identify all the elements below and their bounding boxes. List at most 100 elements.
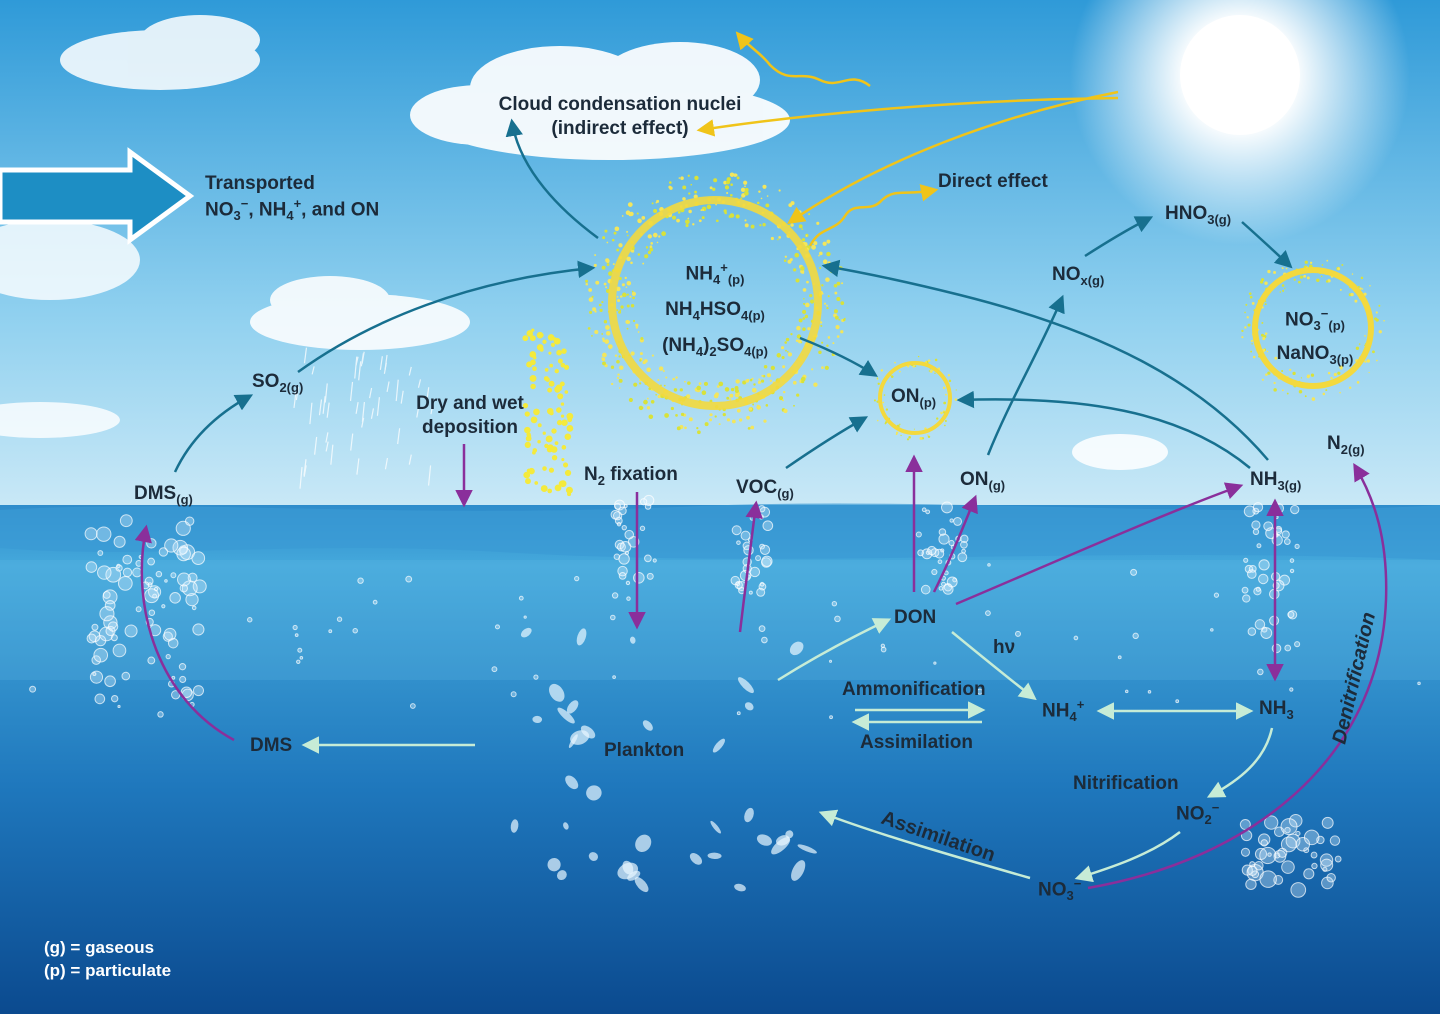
bubble [147, 656, 156, 665]
bubble [917, 549, 925, 557]
bubble [119, 514, 133, 528]
aerosol-particle [945, 393, 947, 396]
bubble [1175, 699, 1180, 704]
bubble [336, 616, 343, 622]
aerosol-particle [806, 280, 809, 284]
aerosol-particle [1326, 259, 1329, 262]
plankton-organism [776, 835, 790, 846]
plankton-organism [586, 785, 602, 801]
rain-streak [386, 381, 390, 393]
voc-label: VOC(g) [736, 477, 794, 501]
aerosol-particle [631, 290, 634, 293]
aerosol-particle [1273, 388, 1277, 392]
deposition-particle [563, 364, 570, 370]
aerosol-particle [585, 282, 589, 286]
aerosol-particle [795, 339, 799, 342]
aerosol-particle [1383, 319, 1385, 322]
aerosol-particle [759, 224, 762, 227]
bubble [633, 571, 645, 584]
aerosol-particle [934, 372, 936, 375]
aerosol-particle [785, 349, 787, 352]
bubble [1277, 847, 1288, 858]
deposition-particle [559, 381, 565, 387]
aerosol-particle [1337, 267, 1341, 271]
aerosol-particle [801, 271, 805, 274]
plankton-organism [566, 700, 579, 714]
aerosol-particle [643, 399, 648, 405]
aerosol-particle [627, 202, 633, 207]
deposition-particle [532, 366, 537, 372]
rain-streak [427, 465, 432, 486]
bubble [759, 544, 771, 556]
deposition-particle [561, 457, 565, 462]
bubble [179, 584, 188, 593]
aerosol-particle [756, 201, 760, 205]
denitrification-arrow [1087, 462, 1388, 890]
bubble [163, 627, 177, 641]
aerosol-particle [944, 424, 946, 427]
deposition-particle [529, 335, 536, 342]
aerosol-particle [651, 202, 654, 205]
deposition-particle [544, 368, 549, 372]
deposition-particle [560, 362, 566, 368]
aerosol-particle [680, 176, 684, 180]
deposition-particle [562, 462, 569, 468]
bubble [491, 666, 498, 673]
aerosol-particle [1322, 392, 1326, 396]
aerosol-particle [841, 282, 844, 285]
aerosol-particle [601, 301, 604, 304]
aerosol-particle [928, 370, 931, 372]
deposition-particle [522, 335, 529, 342]
aerosol-particle [744, 187, 749, 192]
bubble [1290, 882, 1307, 898]
rain-streak [325, 432, 329, 443]
aerosol-particle [788, 203, 793, 208]
bubble [409, 703, 416, 709]
aerosol-particle [709, 418, 713, 422]
aerosol-particle [618, 276, 622, 281]
rain-streak [358, 361, 362, 381]
aerosol-particle [1366, 359, 1371, 363]
bubble [510, 691, 517, 698]
aerosol-particle [838, 318, 841, 321]
aerosol-particle [618, 355, 621, 358]
aerosol-particle [1304, 260, 1308, 264]
bubble [1287, 610, 1298, 620]
bubble [1258, 573, 1269, 585]
bubble [756, 587, 766, 597]
aerosol-particle [599, 308, 603, 313]
aerosol-particle [605, 330, 611, 336]
aerosol-particle [1249, 295, 1253, 299]
bubble [1288, 813, 1303, 828]
deposition-particle [550, 342, 556, 347]
aerosol-particle [656, 241, 659, 244]
organic-nitrogen-aerosol-ring [878, 361, 952, 435]
bubble [117, 576, 133, 591]
aerosol-particle [684, 426, 687, 430]
aerosol-particle [616, 359, 620, 364]
bubble [84, 527, 98, 541]
bubble [1260, 839, 1269, 847]
aerosol-particle [795, 278, 800, 283]
bubble [157, 711, 164, 718]
rain-streak [397, 428, 401, 445]
aerosol-particle [594, 254, 597, 257]
deposition-particle [530, 383, 536, 390]
aerosol-particle [646, 406, 651, 410]
aerosol-particle [883, 394, 886, 396]
deposition-particle [567, 417, 573, 423]
bubble [976, 688, 983, 695]
rain-streak [370, 408, 375, 419]
aerosol-particle [601, 333, 604, 335]
bubble [132, 567, 143, 578]
bubble [1289, 568, 1295, 574]
aerosol-particle [606, 263, 610, 266]
plankton-organism [556, 870, 567, 881]
aerosol-particle [789, 258, 793, 262]
aerosol-particle [832, 342, 835, 345]
deposition-particle [546, 407, 554, 415]
aerosol-particle [714, 415, 717, 418]
aerosol-particle [819, 321, 823, 324]
nitrification-label: Nitrification [1073, 773, 1179, 794]
aerosol-particle [821, 341, 824, 344]
